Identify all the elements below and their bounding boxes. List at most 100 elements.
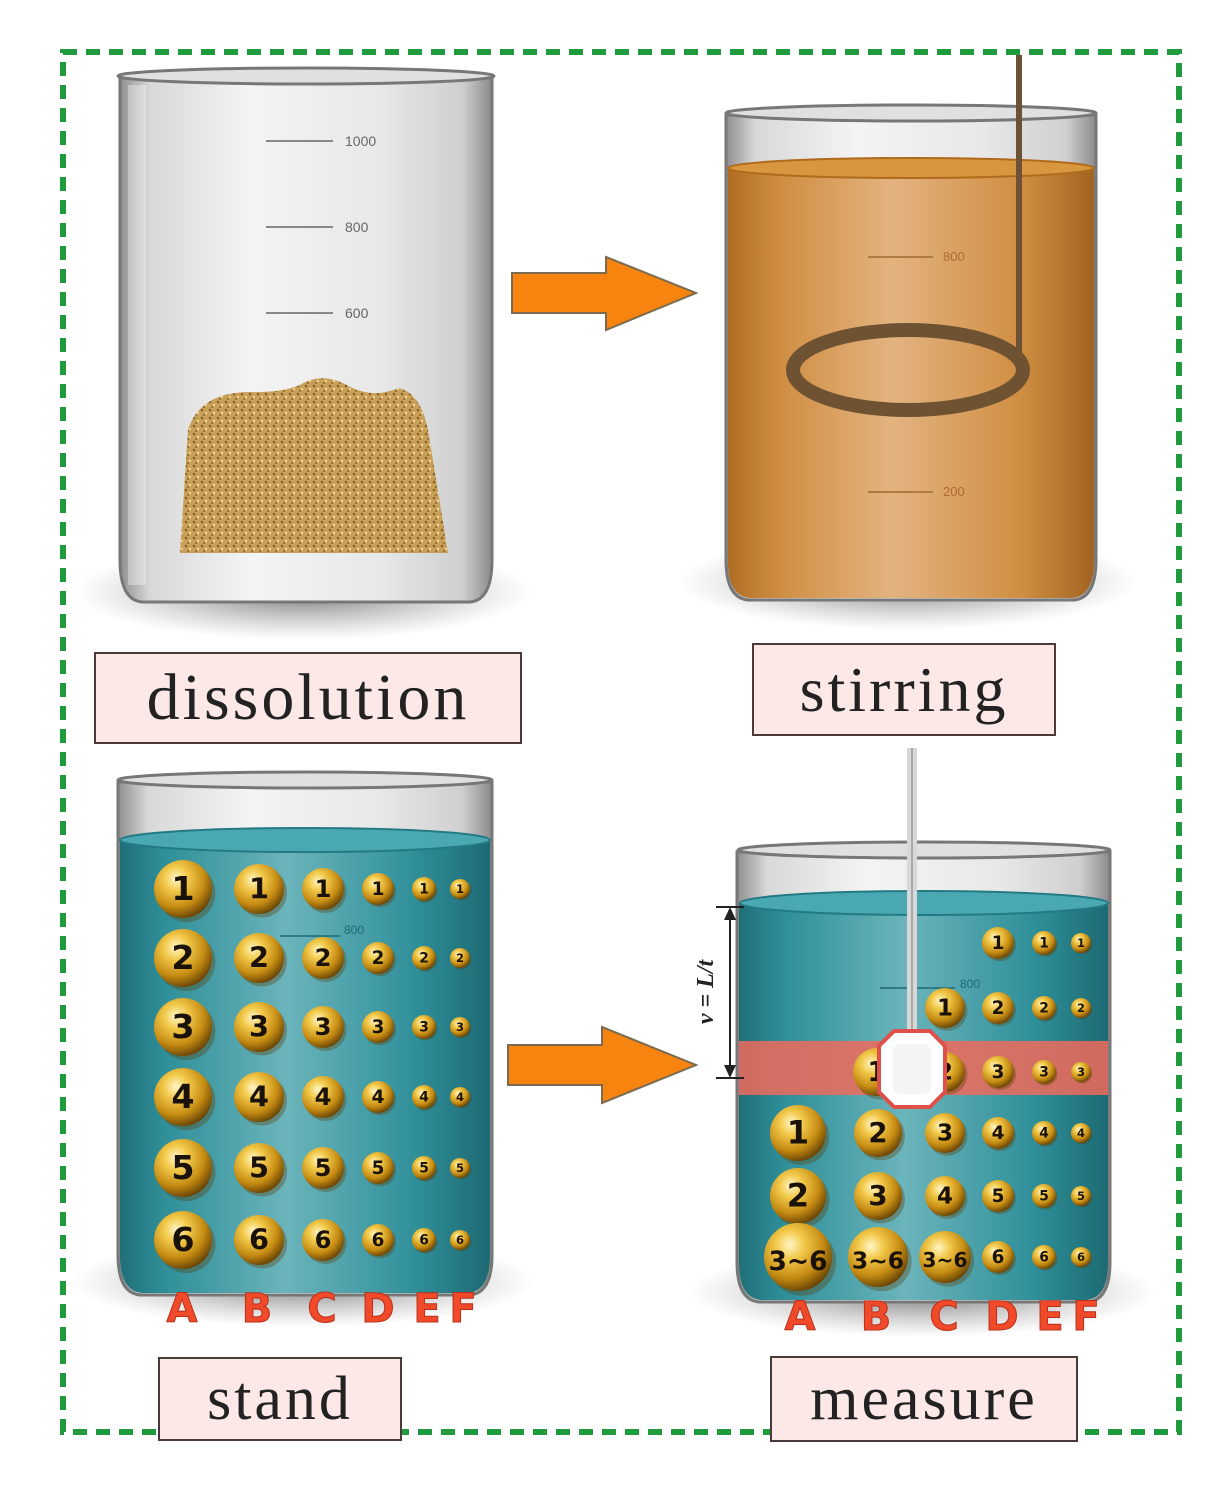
- stand-particle-a4: 4: [154, 1068, 216, 1131]
- stand-particle-a2: 2: [154, 929, 216, 992]
- measure-particle-r5-a-label: 2: [787, 1177, 809, 1215]
- stand-particle-e3-label: 3: [419, 1020, 429, 1036]
- measure-particle-r3-e: 3: [1032, 1060, 1058, 1086]
- stand-particle-a1: 1: [154, 860, 216, 923]
- stand-particle-f4: 4: [450, 1087, 472, 1109]
- dissolution-beaker: 1000 800 600: [73, 66, 533, 640]
- stand-particle-f6-label: 6: [456, 1233, 464, 1247]
- stand-particle-e2: 2: [412, 946, 438, 972]
- measure-particle-r4-a: 1: [770, 1105, 830, 1165]
- stand-particle-c1-label: 1: [315, 875, 332, 903]
- stand-particle-b2: 2: [234, 933, 287, 987]
- stand-particle-f2: 2: [450, 948, 472, 970]
- stand-particle-b5-label: 5: [249, 1151, 269, 1185]
- measure-column-e: E: [1036, 1294, 1063, 1340]
- scale-mark-1000: 1000: [345, 133, 376, 149]
- velocity-formula: v = L/t: [693, 959, 719, 1025]
- measure-particle-r6-b: 3~6: [848, 1227, 912, 1292]
- measure-particle-r2-e: 2: [1032, 996, 1058, 1022]
- measure-column-a: A: [785, 1294, 816, 1340]
- stand-particle-a1-label: 1: [171, 869, 194, 908]
- measure-column-f: F: [1072, 1294, 1099, 1340]
- stand-particle-f3: 3: [450, 1017, 472, 1039]
- measure-particle-r2-e-label: 2: [1039, 1001, 1049, 1017]
- stand-particle-a5: 5: [154, 1139, 216, 1202]
- stand-particle-c2-label: 2: [315, 944, 332, 972]
- stand-particle-d2: 2: [362, 942, 396, 977]
- stand-particle-d4-label: 4: [372, 1087, 385, 1108]
- stand-particle-f5-label: 5: [456, 1161, 464, 1175]
- measure-particle-r4-b: 2: [854, 1109, 905, 1161]
- measure-particle-r4-d-label: 4: [992, 1123, 1005, 1144]
- measure-particle-r6-b-label: 3~6: [852, 1246, 904, 1274]
- stand-particle-b3-label: 3: [249, 1010, 269, 1044]
- process-arrow-1: [511, 255, 699, 332]
- stand-particle-b4: 4: [234, 1072, 287, 1126]
- stand-particle-b2-label: 2: [249, 941, 269, 975]
- measure-particle-r1-f-label: 1: [1077, 936, 1085, 950]
- measure-particle-r1-f: 1: [1071, 933, 1093, 955]
- stand-particle-f1: 1: [450, 879, 472, 901]
- outer-dashed-border: [60, 49, 1182, 1435]
- stand-particle-c3: 3: [302, 1006, 347, 1051]
- measure-particle-r1-e-label: 1: [1039, 936, 1049, 952]
- measure-particle-r1-d: 1: [982, 927, 1016, 962]
- measure-particle-r3-e-label: 3: [1039, 1065, 1049, 1081]
- measure-particle-r6-f: 6: [1071, 1247, 1093, 1269]
- stand-particle-b1-label: 1: [249, 872, 269, 906]
- measure-particle-r3-f-label: 3: [1077, 1065, 1085, 1079]
- stand-particle-d2-label: 2: [372, 948, 385, 969]
- stand-particle-b6-label: 6: [249, 1223, 269, 1257]
- stand-particle-f5: 5: [450, 1158, 472, 1180]
- stand-particle-b5: 5: [234, 1143, 287, 1197]
- stand-particle-c6: 6: [302, 1219, 347, 1264]
- measure-particle-r6-d-label: 6: [992, 1247, 1005, 1268]
- measure-particle-r4-e-label: 4: [1039, 1126, 1049, 1142]
- stand-particle-d5-label: 5: [372, 1158, 385, 1179]
- measure-particle-r5-f: 5: [1071, 1186, 1093, 1208]
- stand-particle-c4-label: 4: [315, 1083, 332, 1111]
- stand-particle-d6-label: 6: [372, 1230, 385, 1251]
- measure-particle-r2-c: 1: [925, 988, 968, 1031]
- stand-particle-f3-label: 3: [456, 1020, 464, 1034]
- measure-particle-r4-c-label: 3: [937, 1121, 953, 1147]
- measure-particle-r3-d-label: 3: [992, 1062, 1005, 1083]
- stand-column-f: F: [449, 1286, 476, 1332]
- stand-particle-d3-label: 3: [372, 1017, 385, 1038]
- stand-particle-f2-label: 2: [456, 951, 464, 965]
- measure-particle-r4-d: 4: [982, 1117, 1016, 1152]
- measure-particle-r1-e: 1: [1032, 931, 1058, 957]
- measure-particle-r5-c-label: 4: [937, 1184, 953, 1210]
- stand-column-d: D: [361, 1286, 394, 1332]
- stand-particle-c5-label: 5: [315, 1154, 332, 1182]
- orange-liquid: [728, 168, 1094, 598]
- measure-particle-r5-a: 2: [770, 1168, 830, 1228]
- stand-particle-e1-label: 1: [419, 882, 429, 898]
- scale-mark-200: 200: [943, 484, 965, 499]
- dissolution-label-text: dissolution: [146, 661, 470, 734]
- stand-particle-c5: 5: [302, 1147, 347, 1192]
- measure-particle-r3-d: 3: [982, 1056, 1016, 1091]
- measure-particle-r5-f-label: 5: [1077, 1189, 1085, 1203]
- stand-particle-a5-label: 5: [171, 1148, 194, 1187]
- measure-particle-r6-e: 6: [1032, 1245, 1058, 1271]
- stirring-beaker: 800 200: [678, 55, 1138, 630]
- measure-beaker: 800 1111222123331234442345553~63~63~6666…: [687, 748, 1157, 1337]
- stand-column-c: C: [307, 1286, 336, 1332]
- stand-particle-a3: 3: [154, 998, 216, 1061]
- stand-particle-e4-label: 4: [419, 1090, 429, 1106]
- stand-particle-e6: 6: [412, 1228, 438, 1254]
- measure-particle-r4-c: 3: [925, 1113, 968, 1156]
- measure-column-d: D: [985, 1294, 1018, 1340]
- stand-column-e: E: [413, 1286, 440, 1332]
- stand-particle-a3-label: 3: [171, 1007, 194, 1046]
- measure-column-b: B: [861, 1294, 892, 1340]
- stand-particle-d4: 4: [362, 1081, 396, 1116]
- measure-particle-r5-b: 3: [854, 1172, 905, 1224]
- measure-particle-r6-c-label: 3~6: [922, 1248, 967, 1272]
- scale-mark-800: 800: [345, 219, 369, 235]
- stand-particle-d1: 1: [362, 873, 396, 908]
- measure-particle-r5-d: 5: [982, 1180, 1016, 1215]
